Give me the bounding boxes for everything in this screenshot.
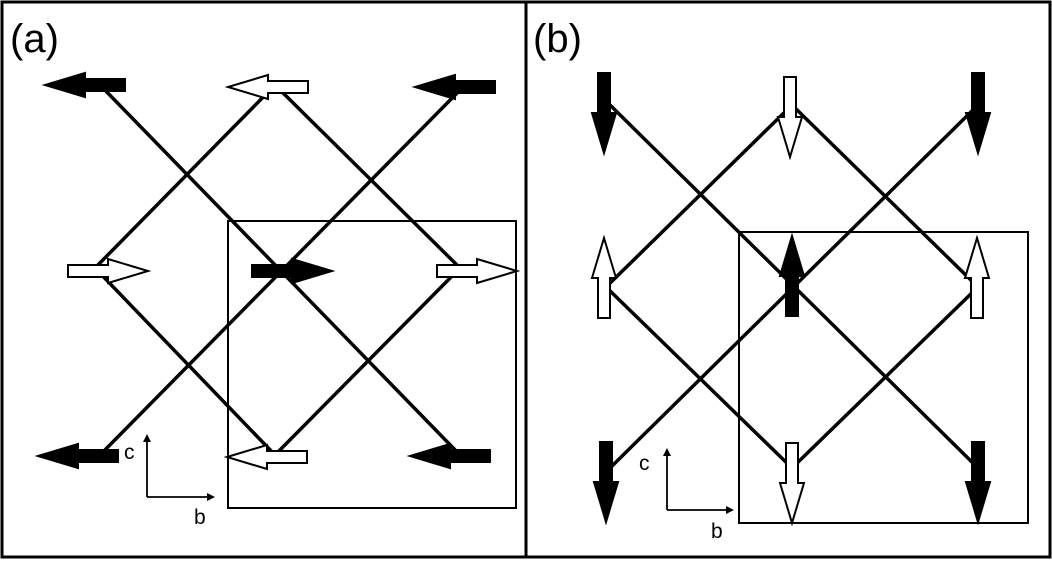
unit-cell-a <box>227 220 517 509</box>
spin-a-bm <box>226 444 308 470</box>
panel-a-label: (a) <box>10 17 59 61</box>
spin-b-mr <box>964 237 990 319</box>
axis-b-label-a: b <box>194 506 206 529</box>
spin-b-bm <box>779 442 805 524</box>
spin-a-br <box>409 443 491 469</box>
axis-c-label-b: c <box>639 452 650 475</box>
spin-b-ml <box>591 237 617 319</box>
spin-b-bl <box>593 441 619 523</box>
spin-a-mc <box>251 258 333 284</box>
spin-b-mc <box>779 235 805 317</box>
spin-b-tl <box>591 72 617 154</box>
axes-indicator-b <box>663 448 734 514</box>
spin-a-tl <box>44 72 126 98</box>
spin-b-br <box>965 441 991 523</box>
panel-a: (a) c b <box>10 17 518 529</box>
spin-a-ml <box>67 258 149 284</box>
spin-b-tm <box>777 76 803 158</box>
panel-b-label: (b) <box>533 17 582 61</box>
axis-c-label-a: c <box>124 441 135 464</box>
spin-a-tm <box>227 74 309 100</box>
axis-b-label-b: b <box>711 520 723 543</box>
panel-b: (b) c b <box>533 17 1029 543</box>
spin-a-tr <box>414 74 496 100</box>
spin-b-tr <box>965 72 991 154</box>
axes-indicator-a <box>143 434 215 501</box>
unit-cell-b <box>738 231 1029 524</box>
